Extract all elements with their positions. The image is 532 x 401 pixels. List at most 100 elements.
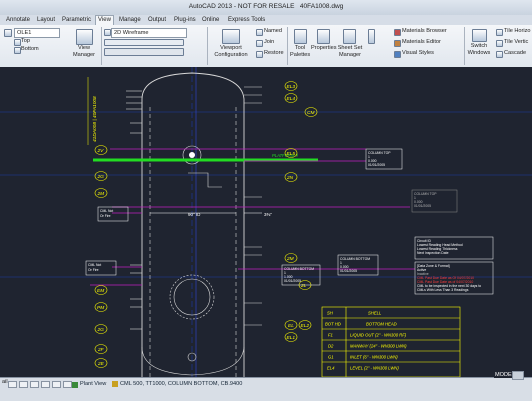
bubble[interactable]: 2G <box>94 324 108 334</box>
bubble[interactable]: 2V <box>94 145 108 155</box>
current-selection-path: CML 500, TT1000, COLUMN BOTTOM, CB.9400 <box>120 381 243 387</box>
tab-online[interactable]: Online <box>202 17 220 23</box>
restore-icon <box>256 51 263 58</box>
bubble[interactable]: PM <box>94 302 108 312</box>
view-manager-button[interactable]: View Manager <box>72 45 96 58</box>
tile-horizontally-button[interactable]: Tile Horizo <box>504 28 531 34</box>
bubble[interactable]: EL2 <box>298 320 312 330</box>
viewcube-icon[interactable] <box>512 371 524 380</box>
visual-style-options[interactable] <box>104 48 184 56</box>
visual-style-dropdown[interactable]: 2D Wireframe <box>111 28 187 38</box>
svg-text:EL2: EL2 <box>301 323 310 329</box>
tool-palettes-button[interactable]: Tool Palettes <box>290 45 311 58</box>
switch-windows-button[interactable]: Switch Windows <box>467 43 491 56</box>
platform-label: PLATFORM # <box>272 153 299 158</box>
bubble[interactable]: EL4 <box>284 93 298 103</box>
note-column-bottom-2[interactable]: COLUMN BOTTOM 1 0.000 01/01/2005 <box>337 254 379 276</box>
plant-view-tab[interactable]: Plant View <box>80 381 107 387</box>
materials-editor-button[interactable]: Materials Editor <box>402 39 441 45</box>
join-button[interactable]: Join <box>264 39 275 45</box>
cad-drawing[interactable]: 41DA008 | 40FA1008 PLATFORM # 90" ID 3⅜"… <box>0 67 532 377</box>
bubble[interactable]: EL1 <box>284 332 298 342</box>
switch-windows-icon[interactable] <box>472 29 487 42</box>
drawing-canvas[interactable]: 41DA008 | 40FA1008 PLATFORM # 90" ID 3⅜"… <box>0 67 532 377</box>
svg-text:0.000: 0.000 <box>368 159 377 163</box>
bubble[interactable]: 2G <box>94 171 108 181</box>
named-view-dropdown[interactable]: OLE1 <box>14 28 60 38</box>
cascade-icon <box>496 51 503 58</box>
toggle-icon[interactable] <box>41 381 50 388</box>
tab-view[interactable]: View <box>95 15 114 26</box>
tab-manage[interactable]: Manage <box>119 17 141 23</box>
materials-browser-button[interactable]: Materials Browser <box>402 28 447 34</box>
bubble[interactable]: 2M <box>94 188 108 198</box>
toggle-icon[interactable] <box>30 381 39 388</box>
note-column-top[interactable]: COLUMN TOP 1 0.000 01/01/2005 <box>365 148 403 170</box>
tab-plugins[interactable]: Plug-ins <box>174 17 196 23</box>
bubble[interactable]: CM <box>304 107 318 117</box>
bubble[interactable]: 2E <box>94 358 108 368</box>
svg-text:1: 1 <box>368 155 370 159</box>
visual-style-slider[interactable] <box>104 39 184 46</box>
svg-text:1: 1 <box>284 271 286 275</box>
svg-text:EL3: EL3 <box>287 84 296 90</box>
tab-annotate[interactable]: Annotate <box>6 17 31 23</box>
table-row-desc: BOTTOM HEAD <box>366 322 397 327</box>
svg-text:Circuit ID: Circuit ID <box>417 239 431 243</box>
nozzle-table[interactable]: SH SHELL BOT HD BOTTOM HEAD F1 LIQUID OU… <box>321 306 461 377</box>
viewport-configuration-icon[interactable] <box>222 29 240 44</box>
tool-palettes-icon[interactable] <box>294 29 307 44</box>
table-row-desc: SHELL <box>368 311 382 316</box>
bubble[interactable]: 2M <box>284 253 298 263</box>
view-bottom[interactable]: Bottom <box>21 46 39 52</box>
svg-text:Lowest Reading Head Method: Lowest Reading Head Method <box>417 243 463 247</box>
view-manager-icon[interactable] <box>76 29 93 45</box>
restore-button[interactable]: Restore <box>264 50 284 56</box>
cascade-button[interactable]: Cascade <box>504 50 527 56</box>
svg-text:CML Past Due Date as of 04/07/: CML Past Due Date as of 04/07/2010 <box>417 280 473 284</box>
toggle-icon[interactable] <box>63 381 72 388</box>
bubble[interactable]: 2N <box>284 172 298 182</box>
sheet-set-manager-icon[interactable] <box>343 29 356 44</box>
note-circuit[interactable]: Circuit ID Lowest Reading Head Method Lo… <box>414 236 494 260</box>
bubble[interactable]: EL5 <box>284 148 298 158</box>
properties-button[interactable]: Properties <box>311 45 337 51</box>
tab-parametric[interactable]: Parametric <box>62 17 92 23</box>
bubble[interactable]: EM <box>94 285 108 295</box>
properties-icon[interactable] <box>317 29 330 44</box>
svg-text:EL: EL <box>288 323 294 329</box>
tab-output[interactable]: Output <box>148 17 167 23</box>
note-data-zone[interactable]: [Data Zone & Format] Active Inactive CML… <box>414 261 494 295</box>
view-top[interactable]: Top <box>21 38 31 44</box>
table-row-desc: LIQUID OUT (2" - WN300 RF) <box>350 333 407 338</box>
bubble[interactable]: EL <box>284 320 298 330</box>
tab-layout[interactable]: Layout <box>37 17 56 23</box>
palettes-more-icon[interactable] <box>368 29 375 44</box>
manway <box>169 274 215 320</box>
note-column-bottom[interactable]: COLUMN BOTTOM 1 1.000 01/01/2005 <box>281 264 321 286</box>
note-column-top-2[interactable]: COLUMN TOP 1 0.000 01/01/2005 <box>411 189 458 213</box>
toggle-icon[interactable] <box>8 381 17 388</box>
bubble[interactable]: EL3 <box>284 81 298 91</box>
named-button[interactable]: Named <box>264 28 283 34</box>
table-row-mark: SH <box>327 311 334 316</box>
toggle-icon[interactable] <box>19 381 28 388</box>
visual-styles-button[interactable]: Visual Styles <box>402 50 434 56</box>
tile-vertically-button[interactable]: Tile Vertic <box>504 39 529 45</box>
named-icon <box>256 29 263 36</box>
svg-text:01/01/2005: 01/01/2005 <box>284 279 301 283</box>
note-cml-left-2[interactable]: CML Not Or Fire <box>85 260 117 276</box>
table-row-mark: G1 <box>328 355 334 360</box>
right-nozzles <box>244 86 262 326</box>
sheet-set-manager-button[interactable]: Sheet Set Manager <box>337 45 363 58</box>
toggle-icon[interactable] <box>52 381 61 388</box>
model-indicator[interactable]: MODEL <box>494 372 516 378</box>
plant-view-icon <box>72 382 78 388</box>
tab-express-tools[interactable]: Express Tools <box>228 17 266 23</box>
window-title: AutoCAD 2013 - NOT FOR RESALE 40FA1008.d… <box>188 3 344 10</box>
viewport-configuration-button[interactable]: Viewport Configuration <box>214 45 248 58</box>
bubble[interactable]: 2F <box>94 344 108 354</box>
tile-horizontally-icon <box>496 29 503 36</box>
status-toggles <box>8 381 86 388</box>
note-cml-left-1[interactable]: CML Not Or Fire <box>97 206 129 222</box>
